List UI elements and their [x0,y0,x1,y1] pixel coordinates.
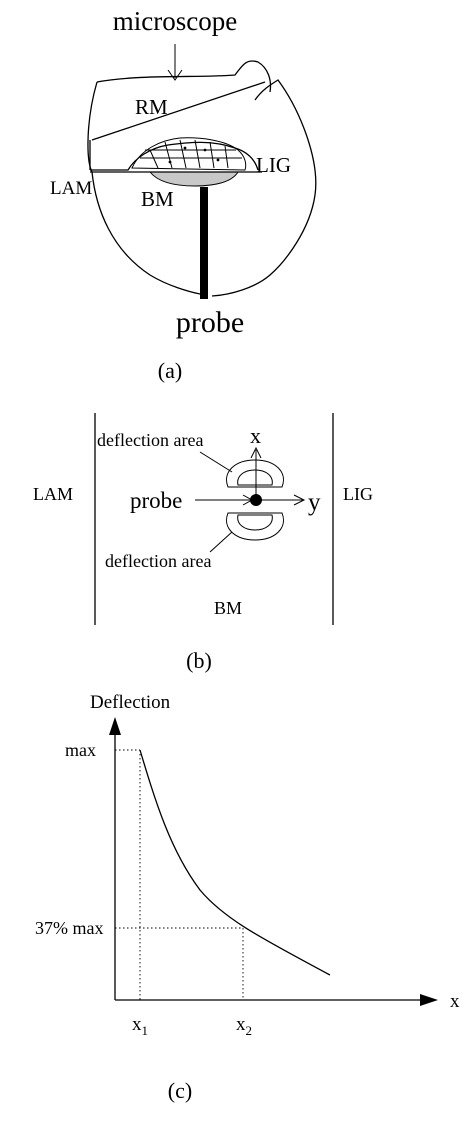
x-tick-2-base: x [236,1014,246,1035]
caption-c: (c) [168,1078,192,1103]
lig-label-a: LIG [256,153,291,177]
bm-label-a: BM [141,187,174,211]
probe-label-a: probe [176,306,244,339]
x-tick-1-base: x [132,1014,142,1035]
x-axis-label-c: x [450,991,460,1012]
x-arrowhead-b [250,446,262,459]
probe-shaft [200,187,208,299]
organ-of-corti [131,137,247,171]
rm-label: RM [135,95,168,119]
deflection-area-bottom-label: deflection area [105,551,211,571]
x-tick-1: x1 [132,1014,148,1038]
caption-b: (b) [186,648,212,673]
x-tick-2: x2 [236,1014,252,1038]
deflection-contour-top-inner [237,469,273,486]
x-tick-1-sub: 1 [142,1023,149,1038]
panel-a: microscope RM LAM BM LIG probe [50,6,317,383]
y-tick-max: max [65,740,96,760]
cochlea-outline-left [87,81,201,295]
probe-point-b [250,494,262,506]
caption-a: (a) [158,358,182,383]
y-arrowhead-b [293,494,306,506]
microscope-label: microscope [113,6,237,36]
deflection-decay-curve [139,749,331,976]
deflection-contour-bottom-outer [226,512,284,541]
lam-label-a: LAM [50,178,92,199]
x-tick-2-sub: 2 [246,1023,253,1038]
cochlea-outline-top [96,60,272,93]
lig-label-b: LIG [343,484,373,504]
panel-b: deflection area x LAM probe y LIG deflec… [33,413,373,673]
deflection-area-top-label: deflection area [97,430,203,450]
panel-c: Deflection x max 37% max x1 x2 (c) [35,692,460,1103]
deflection-contour-bottom-inner [237,514,273,531]
x-arrowhead-c [420,994,438,1006]
cochlea-outline-right [211,79,317,297]
microscope-arrowhead [167,69,183,81]
bm-label-b: BM [214,598,242,618]
lam-label-b: LAM [33,484,73,504]
leader-line-top [199,451,233,473]
deflection-contour-top-outer [226,459,284,488]
basilar-membrane-region [148,171,239,187]
spiral-lamina [90,141,259,171]
y-axis-label-b: y [308,489,321,516]
y-tick-37: 37% max [35,918,103,938]
reissner-membrane [91,81,266,141]
y-arrowhead-c [109,717,121,735]
deflection-ylabel: Deflection [90,692,171,713]
leader-line-bottom [209,531,233,553]
x-axis-label-b: x [250,423,261,448]
probe-label-b: probe [130,488,182,513]
